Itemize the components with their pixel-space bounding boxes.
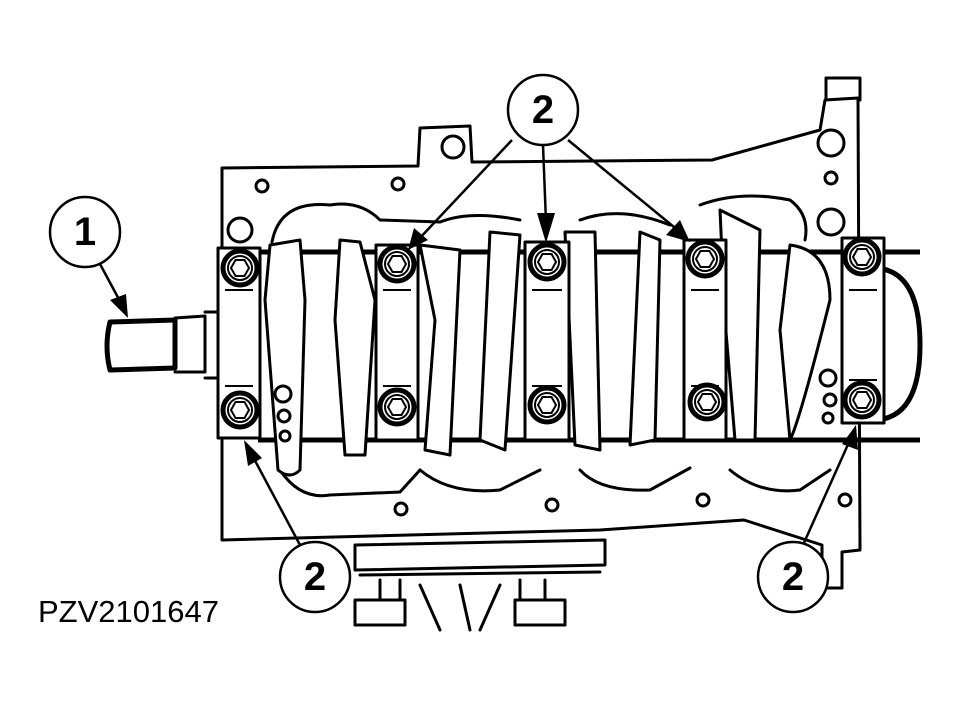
bolt-icon — [530, 245, 564, 279]
engine-block — [220, 76, 862, 632]
bolt-icon — [530, 388, 564, 422]
bearing-cap-2 — [374, 243, 420, 442]
bearing-cap-5 — [840, 236, 886, 425]
bolt-icon — [688, 242, 722, 276]
bolt-icon — [380, 390, 414, 424]
svg-text:2: 2 — [782, 555, 804, 599]
bolt-icon — [690, 385, 724, 419]
svg-text:2: 2 — [304, 555, 326, 599]
bolt-icon — [845, 383, 879, 417]
svg-text:2: 2 — [532, 88, 554, 132]
callout-2-bottom-right: 2 — [756, 425, 858, 614]
main-bearing-caps — [216, 236, 886, 442]
bolt-icon — [223, 393, 257, 427]
arrow-icon — [537, 213, 555, 243]
bearing-cap-1 — [216, 246, 262, 440]
arrow-icon — [842, 425, 858, 450]
svg-text:1: 1 — [74, 210, 96, 254]
bolt-icon — [223, 251, 257, 285]
arrow-icon — [666, 220, 690, 242]
figure-id-label: PZV2101647 — [38, 594, 219, 629]
crankshaft — [104, 208, 923, 477]
callout-2-top: 2 — [408, 73, 690, 250]
callout-2-bottom-left: 2 — [244, 440, 352, 614]
bolt-icon — [380, 247, 414, 281]
callout-1: 1 — [48, 195, 128, 318]
arrow-icon — [110, 294, 128, 318]
bolt-icon — [845, 240, 879, 274]
arrow-icon — [244, 440, 262, 466]
bearing-cap-3 — [523, 240, 571, 442]
bearing-cap-4 — [682, 238, 728, 442]
arrow-icon — [408, 228, 428, 250]
